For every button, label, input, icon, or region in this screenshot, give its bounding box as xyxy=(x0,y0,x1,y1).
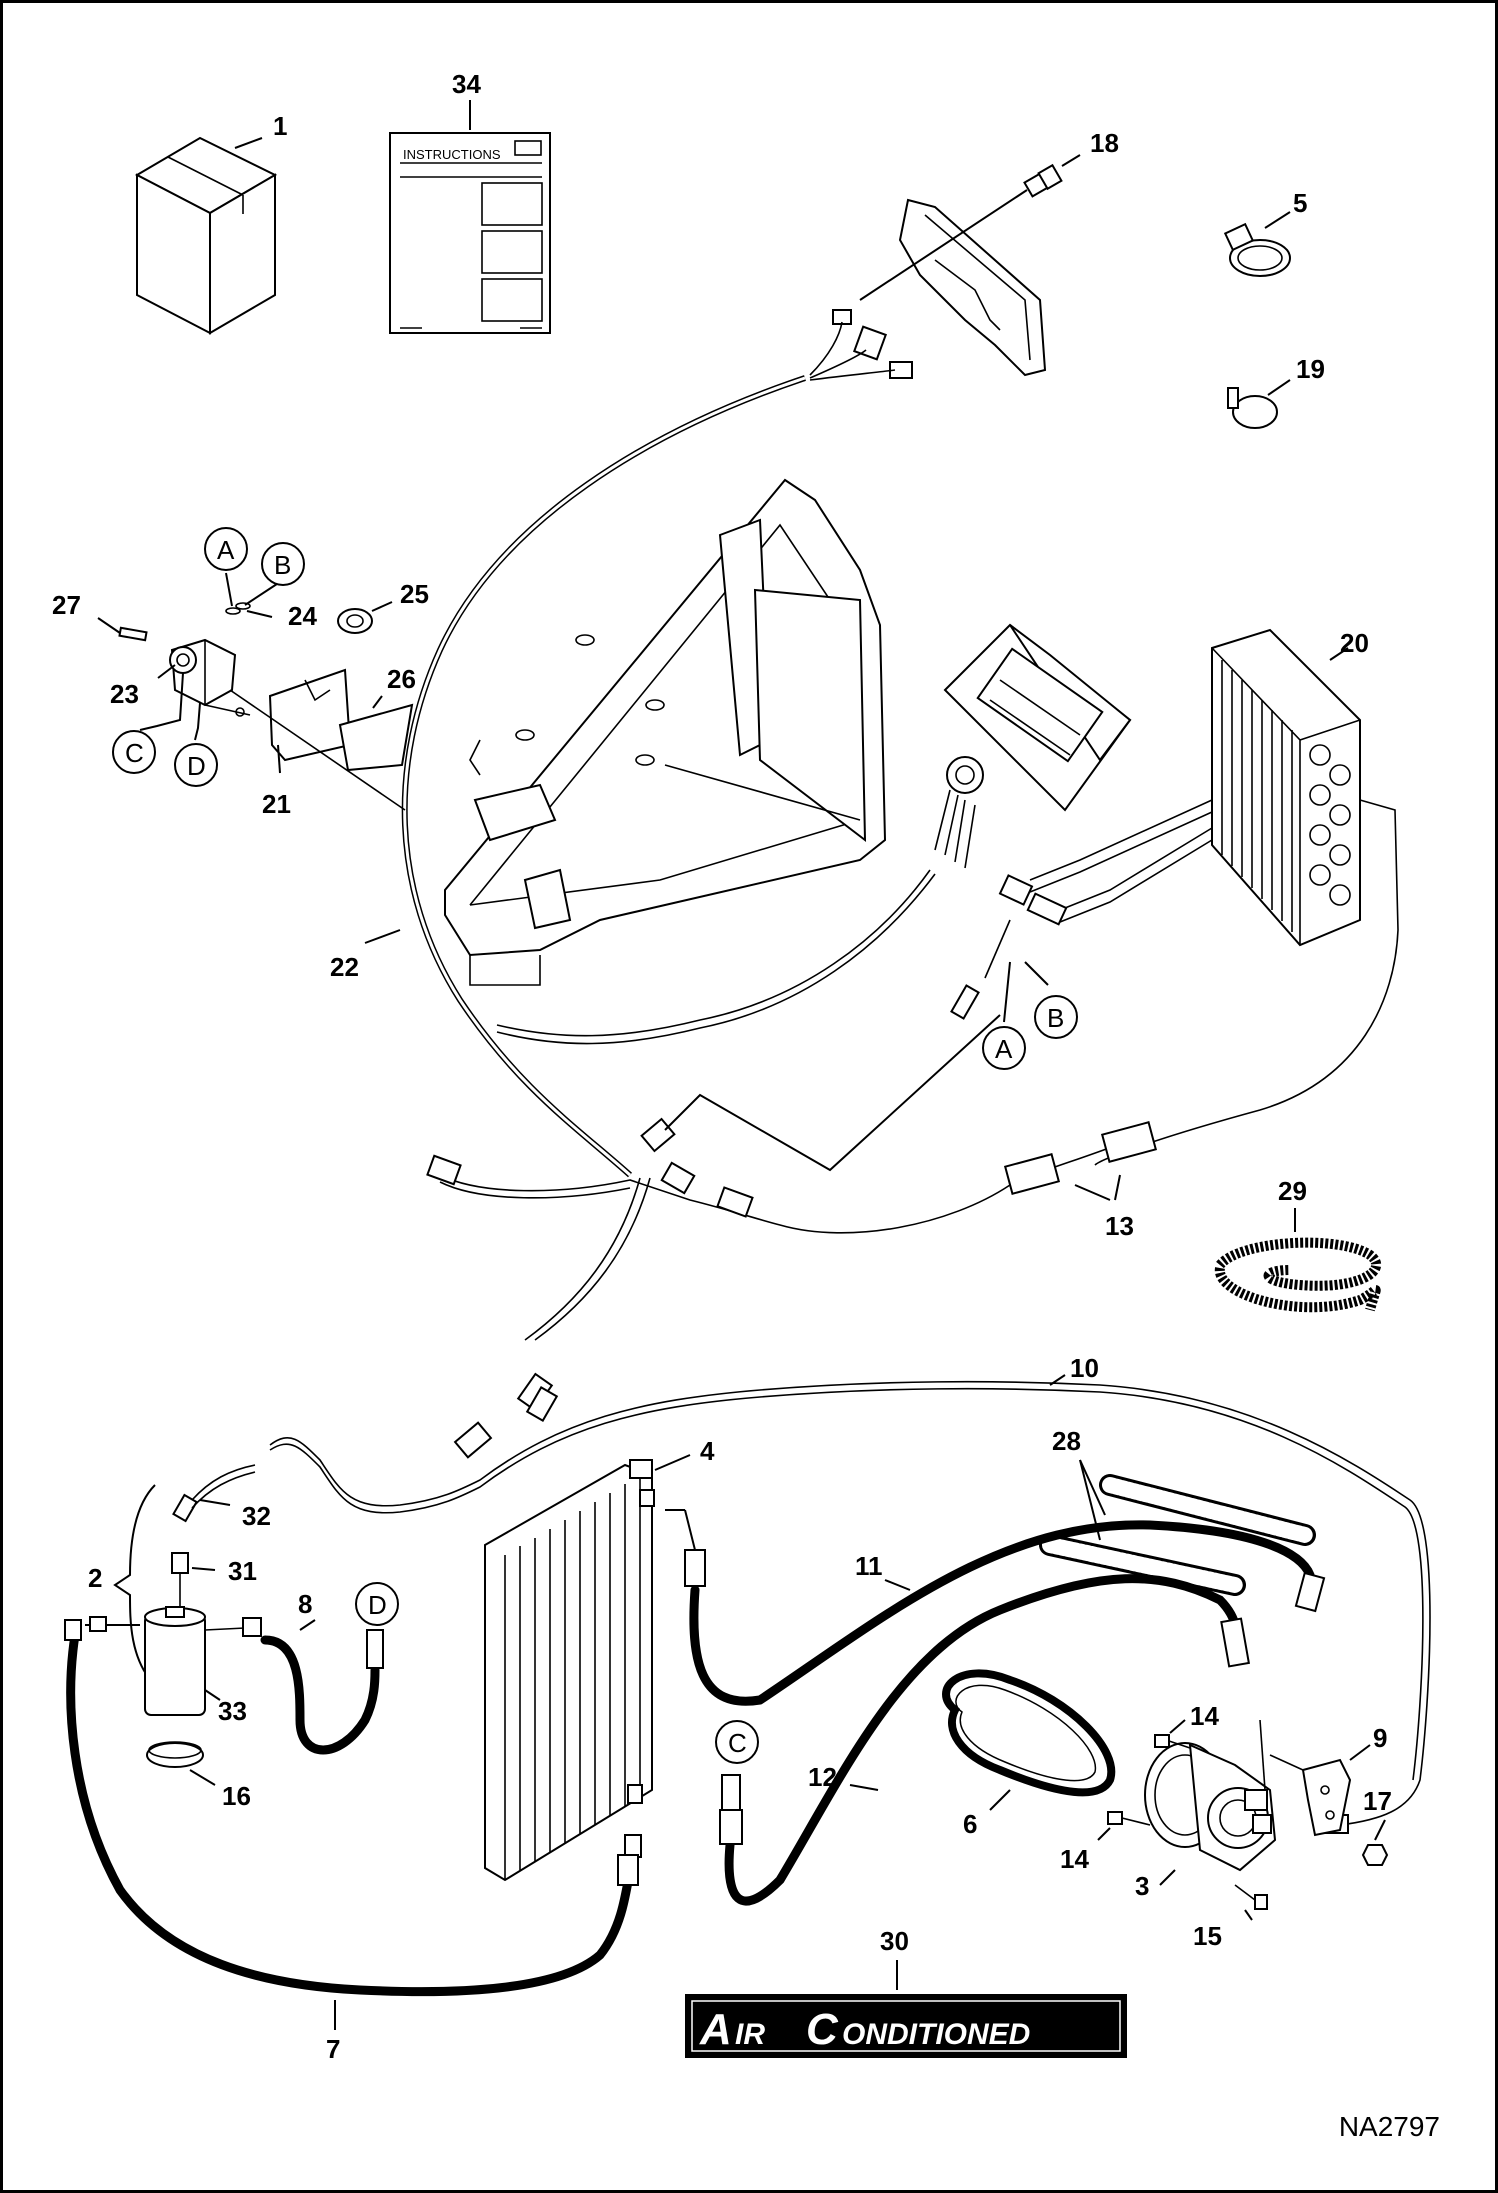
callout-13: 13 xyxy=(1105,1211,1134,1241)
part-22-wiring-harness xyxy=(364,375,936,1178)
decal-word1-rest: IR xyxy=(735,2018,765,2051)
callout-26: 26 xyxy=(387,664,416,694)
connection-marker-b-thermostat xyxy=(261,542,305,586)
callout-6: 6 xyxy=(963,1809,977,1839)
connection-label-c-thermostat: C xyxy=(125,738,144,768)
callout-1: 1 xyxy=(273,111,287,141)
callout-30: 30 xyxy=(880,1926,909,1956)
part-11-hose xyxy=(665,1509,1326,1706)
condenser-fins xyxy=(519,1476,641,1870)
callout-15: 15 xyxy=(1193,1921,1222,1951)
callout-12: 12 xyxy=(808,1762,837,1792)
part-28-sleeves xyxy=(1039,1459,1316,1596)
callout-16: 16 xyxy=(222,1781,251,1811)
callout-20: 20 xyxy=(1340,628,1369,658)
connection-label-a-thermostat: A xyxy=(217,535,235,565)
drawing-number: NA2797 xyxy=(1338,2111,1440,2142)
callout-22: 22 xyxy=(330,952,359,982)
callout-17: 17 xyxy=(1363,1786,1392,1816)
blower-unit xyxy=(934,623,1132,869)
connection-label-c-hose: C xyxy=(728,1728,747,1758)
callout-23: 23 xyxy=(110,679,139,709)
callout-14-top: 14 xyxy=(1190,1701,1219,1731)
callout-27: 27 xyxy=(52,590,81,620)
callout-3: 3 xyxy=(1135,1871,1149,1901)
part-3-compressor xyxy=(1144,1719,1277,1886)
evaporator-fins xyxy=(1221,660,1293,932)
callout-8: 8 xyxy=(298,1589,312,1619)
part-7-hose xyxy=(64,1619,639,2030)
connection-marker-d-thermostat xyxy=(174,743,218,787)
decal-word2-rest: ONDITIONED xyxy=(842,2018,1030,2051)
evaporator-tube-bends xyxy=(1309,744,1351,906)
instruction-sheet-title: INSTRUCTIONS xyxy=(403,147,501,162)
callout-18: 18 xyxy=(1090,128,1119,158)
connection-marker-d-hose xyxy=(355,1582,399,1626)
callout-21: 21 xyxy=(262,789,291,819)
callout-10: 10 xyxy=(1070,1353,1099,1383)
receiver-drier-group xyxy=(85,1464,384,1786)
compressor-hardware xyxy=(1097,1719,1389,1921)
callout-7: 7 xyxy=(326,2034,340,2064)
part-1-box xyxy=(134,136,278,335)
connection-label-a-switch: A xyxy=(995,1034,1013,1064)
part-10-wire xyxy=(269,1374,1431,1834)
callout-11: 11 xyxy=(855,1551,883,1581)
connection-label-d-hose: D xyxy=(368,1590,387,1620)
part-30-decal: A IR C ONDITIONED xyxy=(685,1960,1127,2058)
connection-marker-b-switch xyxy=(1034,995,1078,1039)
part-6-belt xyxy=(942,1669,1116,1811)
part-34-instructions xyxy=(389,100,551,334)
callout-9: 9 xyxy=(1373,1723,1387,1753)
callout-19: 19 xyxy=(1296,354,1325,384)
decal-word1-initial: A xyxy=(699,2005,732,2054)
harness-branch-connectors xyxy=(426,1014,1158,1459)
evaporator-housing-frame xyxy=(444,478,887,986)
connection-label-b-switch: B xyxy=(1047,1003,1064,1033)
callout-4: 4 xyxy=(700,1436,715,1466)
part-19-tie-strap xyxy=(1227,379,1291,429)
connection-marker-c-hose xyxy=(715,1720,759,1764)
harness-mounting-panel xyxy=(859,189,1047,377)
connection-label-b-thermostat: B xyxy=(274,550,291,580)
callout-28: 28 xyxy=(1052,1426,1081,1456)
callout-32: 32 xyxy=(242,1501,271,1531)
thermostat-assembly xyxy=(97,601,414,811)
part-12-hose xyxy=(719,1574,1251,1906)
callout-24: 24 xyxy=(288,601,317,631)
connection-marker-a-thermostat xyxy=(204,527,248,571)
callout-14-bottom: 14 xyxy=(1060,1844,1089,1874)
part-29-seal-bundle xyxy=(1214,1208,1381,1313)
callout-31: 31 xyxy=(228,1556,257,1586)
decal-word2-initial: C xyxy=(806,2005,839,2054)
callout-34: 34 xyxy=(452,69,481,99)
connection-marker-c-thermostat xyxy=(112,730,156,774)
callout-29: 29 xyxy=(1278,1176,1307,1206)
part-4-condenser xyxy=(484,1454,691,1882)
part-5-hose-clamp xyxy=(1223,211,1291,277)
connection-marker-a-switch xyxy=(982,1026,1026,1070)
part-20-evaporator-core xyxy=(1029,628,1399,1166)
callout-33: 33 xyxy=(218,1696,247,1726)
connection-label-d-thermostat: D xyxy=(187,751,206,781)
callout-25: 25 xyxy=(400,579,429,609)
callout-2: 2 xyxy=(88,1563,102,1593)
pressure-switch-assembly xyxy=(950,874,1068,1023)
callout-5: 5 xyxy=(1293,188,1307,218)
harness-top-connectors xyxy=(809,309,913,381)
part-18-connector xyxy=(1023,154,1081,198)
